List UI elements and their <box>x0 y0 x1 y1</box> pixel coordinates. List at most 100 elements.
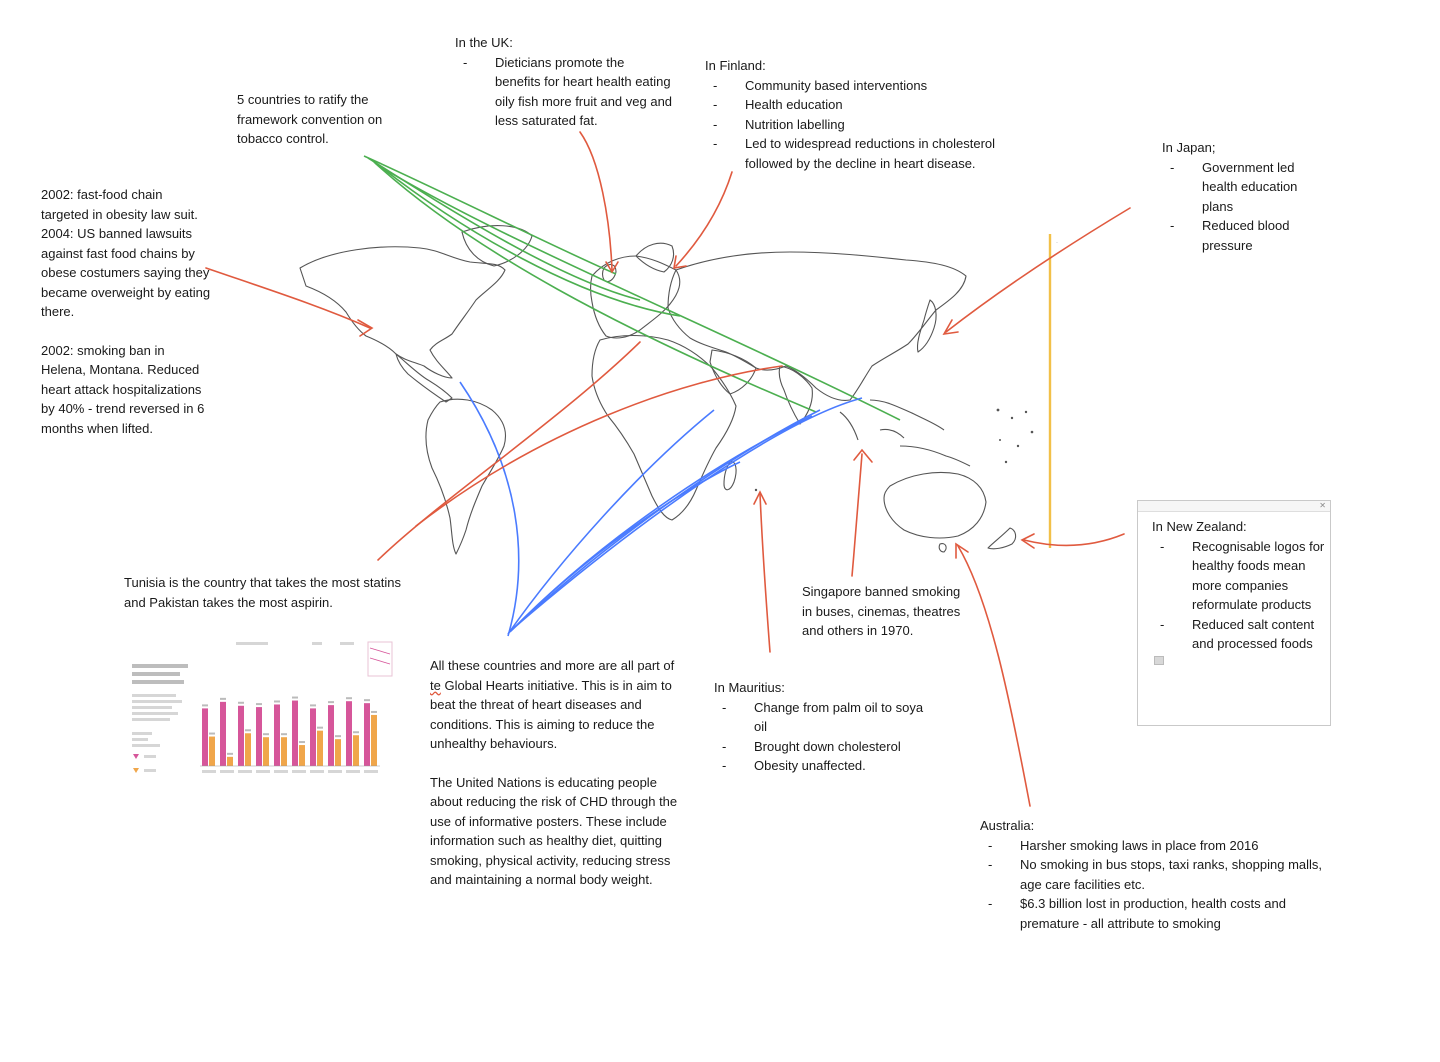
chart-data-label-placeholder <box>281 733 287 736</box>
chart-data-label-placeholder <box>245 729 251 732</box>
date-line-marker: · <box>1056 240 1058 246</box>
arrow-new-zealand <box>1023 533 1125 547</box>
scandinavia-outline <box>635 242 675 273</box>
arrow-pakistan <box>415 365 783 527</box>
legend-pink-marker <box>133 754 139 759</box>
note-uk-item: Dieticians promote the benefits for hear… <box>455 53 673 131</box>
note-tunisia-text: Tunisia is the country that takes the mo… <box>124 575 401 610</box>
note-usa: 2002: fast-food chain targeted in obesit… <box>41 185 211 438</box>
chart-data-label-placeholder <box>364 699 370 702</box>
chart-data-label-placeholder <box>202 704 208 707</box>
note-new-zealand-item: Reduced salt content and processed foods <box>1152 615 1328 654</box>
note-finland-item: Community based interventions <box>705 76 1005 96</box>
note-mauritius-item: Obesity unaffected. <box>714 756 924 776</box>
new-zealand-note-window[interactable]: ✕ In New Zealand: Recognisable logos for… <box>1137 500 1331 726</box>
chart-data-label-placeholder <box>371 710 377 713</box>
legend-orange-marker <box>133 768 139 773</box>
australia-outline <box>883 471 987 539</box>
chart-bar-series-0 <box>364 703 370 766</box>
note-usa-p2: 2004: US banned lawsuits against fast fo… <box>41 226 211 319</box>
chart-data-label-placeholder <box>263 733 269 736</box>
note-tobacco-text: 5 countries to ratify the framework conv… <box>237 92 383 146</box>
arrow-japan <box>945 207 1131 333</box>
medication-bar-chart <box>128 638 398 778</box>
note-global-hearts-p1: All these countries and more are all par… <box>430 656 680 754</box>
europe-outline <box>589 255 681 339</box>
asia-outline <box>667 251 967 401</box>
chart-bar-series-1 <box>209 736 215 766</box>
chart-data-label-placeholder <box>310 704 316 707</box>
note-japan: In Japan; Government led health educatio… <box>1162 138 1322 255</box>
note-singapore: Singapore banned smoking in buses, cinem… <box>802 582 962 641</box>
chart-data-label-placeholder <box>292 696 298 699</box>
chart-bar-series-0 <box>346 701 352 766</box>
chart-data-label-placeholder <box>256 703 262 706</box>
note-finland: In Finland: Community based intervention… <box>705 56 1005 173</box>
arrow-usa <box>205 267 371 329</box>
note-mauritius: In Mauritius: Change from palm oil to so… <box>714 678 924 776</box>
chart-bar-series-1 <box>353 735 359 766</box>
chart-data-label-placeholder <box>328 701 334 704</box>
chart-bar-series-0 <box>310 708 316 766</box>
note-singapore-text: Singapore banned smoking in buses, cinem… <box>802 584 961 638</box>
chart-bar-series-1 <box>263 737 269 766</box>
chart-bar-series-0 <box>328 705 334 766</box>
note-mauritius-heading: In Mauritius: <box>714 680 785 695</box>
arabia-outline <box>709 349 757 395</box>
chart-x-tick-placeholders <box>202 770 378 773</box>
note-japan-heading: In Japan; <box>1162 140 1216 155</box>
annotation-arrows-red <box>205 131 1131 807</box>
chart-data-label-placeholder <box>238 701 244 704</box>
note-australia-item: Harsher smoking laws in place from 2016 <box>980 836 1330 856</box>
madagascar-outline <box>723 461 737 491</box>
southeast-asia-islands-outline <box>839 399 971 467</box>
chart-data-label-placeholder <box>353 731 359 734</box>
note-uk: In the UK: Dieticians promote the benefi… <box>455 33 673 131</box>
global-hearts-routes-blue <box>459 381 863 637</box>
new-zealand-outline <box>987 527 1017 550</box>
chart-bar-series-1 <box>245 733 251 766</box>
note-japan-item: Government led health education plans <box>1162 158 1322 217</box>
note-japan-item: Reduced blood pressure <box>1162 216 1322 255</box>
note-australia-heading: Australia: <box>980 818 1035 833</box>
note-usa-p3: 2002: smoking ban in Helena, Montana. Re… <box>41 342 205 436</box>
global-hearts-text: Global Hearts initiative. This is in aim… <box>430 677 672 752</box>
note-finland-item: Led to widespread reductions in choleste… <box>705 134 1005 173</box>
note-mauritius-item: Change from palm oil to soya oil <box>714 698 924 737</box>
note-mauritius-item: Brought down cholesterol <box>714 737 924 757</box>
arrow-finland <box>675 171 733 267</box>
note-new-zealand-heading: In New Zealand: <box>1152 519 1247 534</box>
north-america-outline <box>299 246 506 379</box>
note-tunisia: Tunisia is the country that takes the mo… <box>124 573 414 612</box>
note-global-hearts-p2: The United Nations is educating people a… <box>430 774 678 888</box>
chart-data-label-placeholder <box>274 700 280 703</box>
chart-bar-series-0 <box>292 700 298 766</box>
chart-bar-series-1 <box>335 739 341 766</box>
chart-header-labels <box>236 642 354 645</box>
chart-bar-series-0 <box>238 705 244 766</box>
global-hearts-text: All these countries and more are all par… <box>430 658 675 673</box>
chart-bar-series-0 <box>274 704 280 766</box>
checkbox-icon[interactable] <box>1154 656 1164 665</box>
arrow-tunisia <box>377 341 641 561</box>
note-new-zealand: In New Zealand: Recognisable logos for h… <box>1152 517 1328 654</box>
chart-bar-series-1 <box>299 745 305 766</box>
arrow-australia <box>957 545 1031 807</box>
chart-bar-series-1 <box>281 737 287 766</box>
spelling-error-word: te <box>430 677 441 693</box>
greenland-outline <box>461 225 533 267</box>
note-uk-heading: In the UK: <box>455 35 513 50</box>
chart-data-label-placeholder <box>227 752 233 755</box>
note-finland-item: Nutrition labelling <box>705 115 1005 135</box>
central-america-outline <box>395 353 453 403</box>
note-australia-item: No smoking in bus stops, taxi ranks, sho… <box>980 855 1330 894</box>
note-finland-item: Health education <box>705 95 1005 115</box>
note-window-titlebar[interactable]: ✕ <box>1138 501 1330 512</box>
chart-corner-thumbnail <box>367 641 393 677</box>
world-map-outline <box>299 225 1034 555</box>
close-icon[interactable]: ✕ <box>1319 501 1326 510</box>
chart-data-label-placeholder <box>220 697 226 700</box>
tasmania-outline <box>938 543 947 553</box>
note-finland-heading: In Finland: <box>705 58 766 73</box>
